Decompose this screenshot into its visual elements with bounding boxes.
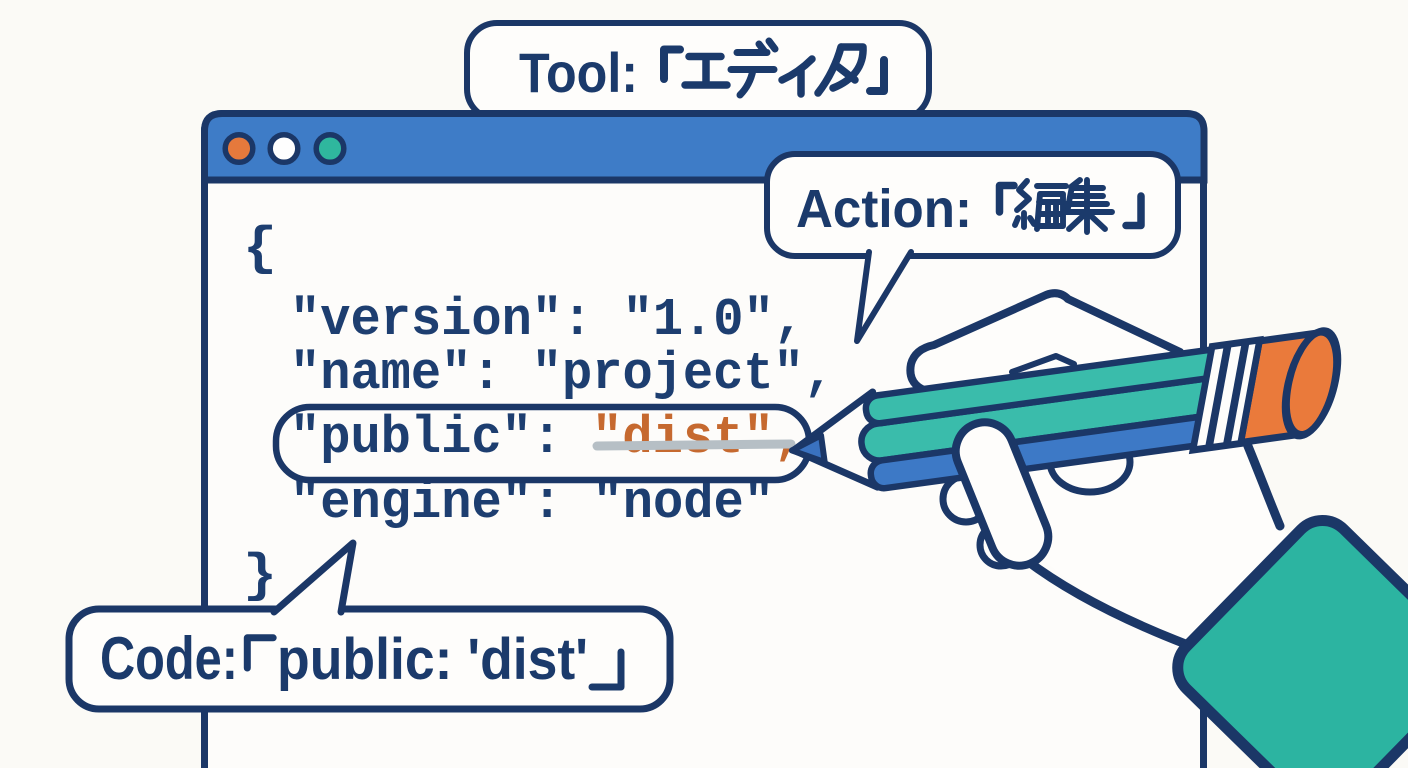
svg-text:public: 'dist': public: 'dist' [277, 627, 588, 692]
svg-text:"name": "project",: "name": "project", [290, 344, 834, 404]
svg-text:{: { [243, 219, 277, 279]
svg-text:"version": "1.0",: "version": "1.0", [290, 290, 804, 350]
svg-text:Code:: Code: [100, 625, 238, 692]
svg-text:"dist",: "dist", [592, 408, 804, 468]
svg-text:Tool:: Tool: [519, 41, 638, 104]
svg-text:}: } [243, 546, 277, 606]
svg-text:Action:: Action: [796, 179, 972, 239]
svg-text:"public":: "public": [290, 408, 562, 468]
